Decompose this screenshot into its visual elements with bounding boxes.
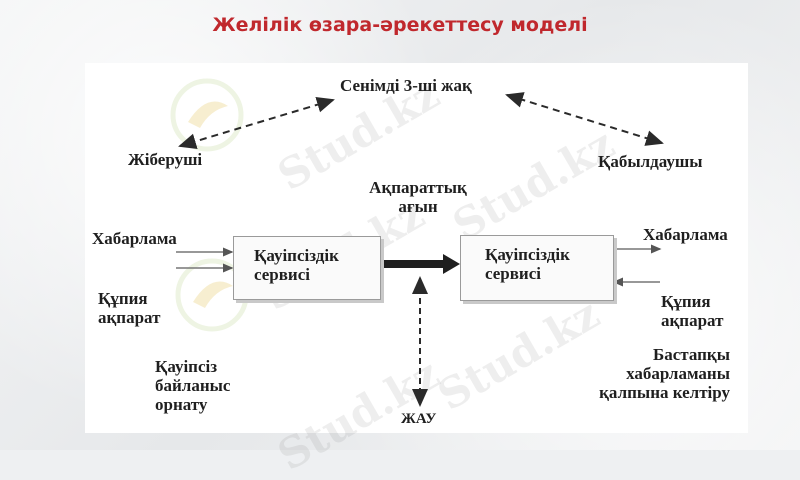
- label-restore-message: Бастапқы хабарламаны қалпына келтіру: [565, 345, 730, 402]
- right-secret-line2: ақпарат: [661, 311, 724, 330]
- label-secure-connection: Қауіпсіз байланыс орнату: [155, 357, 230, 414]
- restore-line2: хабарламаны: [626, 364, 730, 383]
- left-secret-line2: ақпарат: [98, 308, 161, 327]
- label-right-message: Хабарлама: [643, 225, 728, 244]
- right-box-line1: Қауіпсіздік: [485, 245, 570, 264]
- arrow-third-party-receiver: [505, 92, 664, 146]
- label-trusted-third-party: Сенімді 3-ші жақ: [340, 76, 472, 95]
- slide-title: Желілік өзара-әрекеттесу моделі: [212, 14, 588, 36]
- label-info-flow: Ақпараттық ағын: [363, 178, 473, 216]
- restore-line3: қалпына келтіру: [599, 383, 730, 402]
- secure-conn-line3: орнату: [155, 395, 208, 414]
- left-security-service-box: Қауіпсіздік сервисі: [233, 236, 381, 300]
- right-box-line2: сервисі: [485, 264, 541, 283]
- label-right-secret: Құпия ақпарат: [661, 292, 723, 330]
- right-secret-line1: Құпия: [661, 292, 711, 311]
- secure-conn-line1: Қауіпсіз: [155, 357, 218, 376]
- diagram-connectors: [176, 92, 664, 407]
- left-secret-line1: Құпия: [98, 289, 148, 308]
- secure-conn-line2: байланыс: [155, 376, 231, 395]
- label-receiver: Қабылдаушы: [598, 152, 703, 171]
- arrow-info-flow-head: [443, 254, 460, 274]
- restore-line1: Бастапқы: [653, 345, 730, 364]
- label-left-secret: Құпия ақпарат: [98, 289, 160, 327]
- label-attacker: ЖАУ: [401, 411, 437, 427]
- label-sender: Жіберуші: [128, 150, 203, 169]
- label-info-flow-line2: ағын: [398, 197, 438, 216]
- left-box-line2: сервисі: [254, 265, 310, 284]
- right-security-service-box: Қауіпсіздік сервисі: [460, 235, 614, 301]
- left-box-line1: Қауіпсіздік: [254, 246, 339, 265]
- label-left-message: Хабарлама: [92, 229, 177, 248]
- label-info-flow-line1: Ақпараттық: [369, 178, 467, 197]
- arrow-third-party-sender: [178, 96, 335, 150]
